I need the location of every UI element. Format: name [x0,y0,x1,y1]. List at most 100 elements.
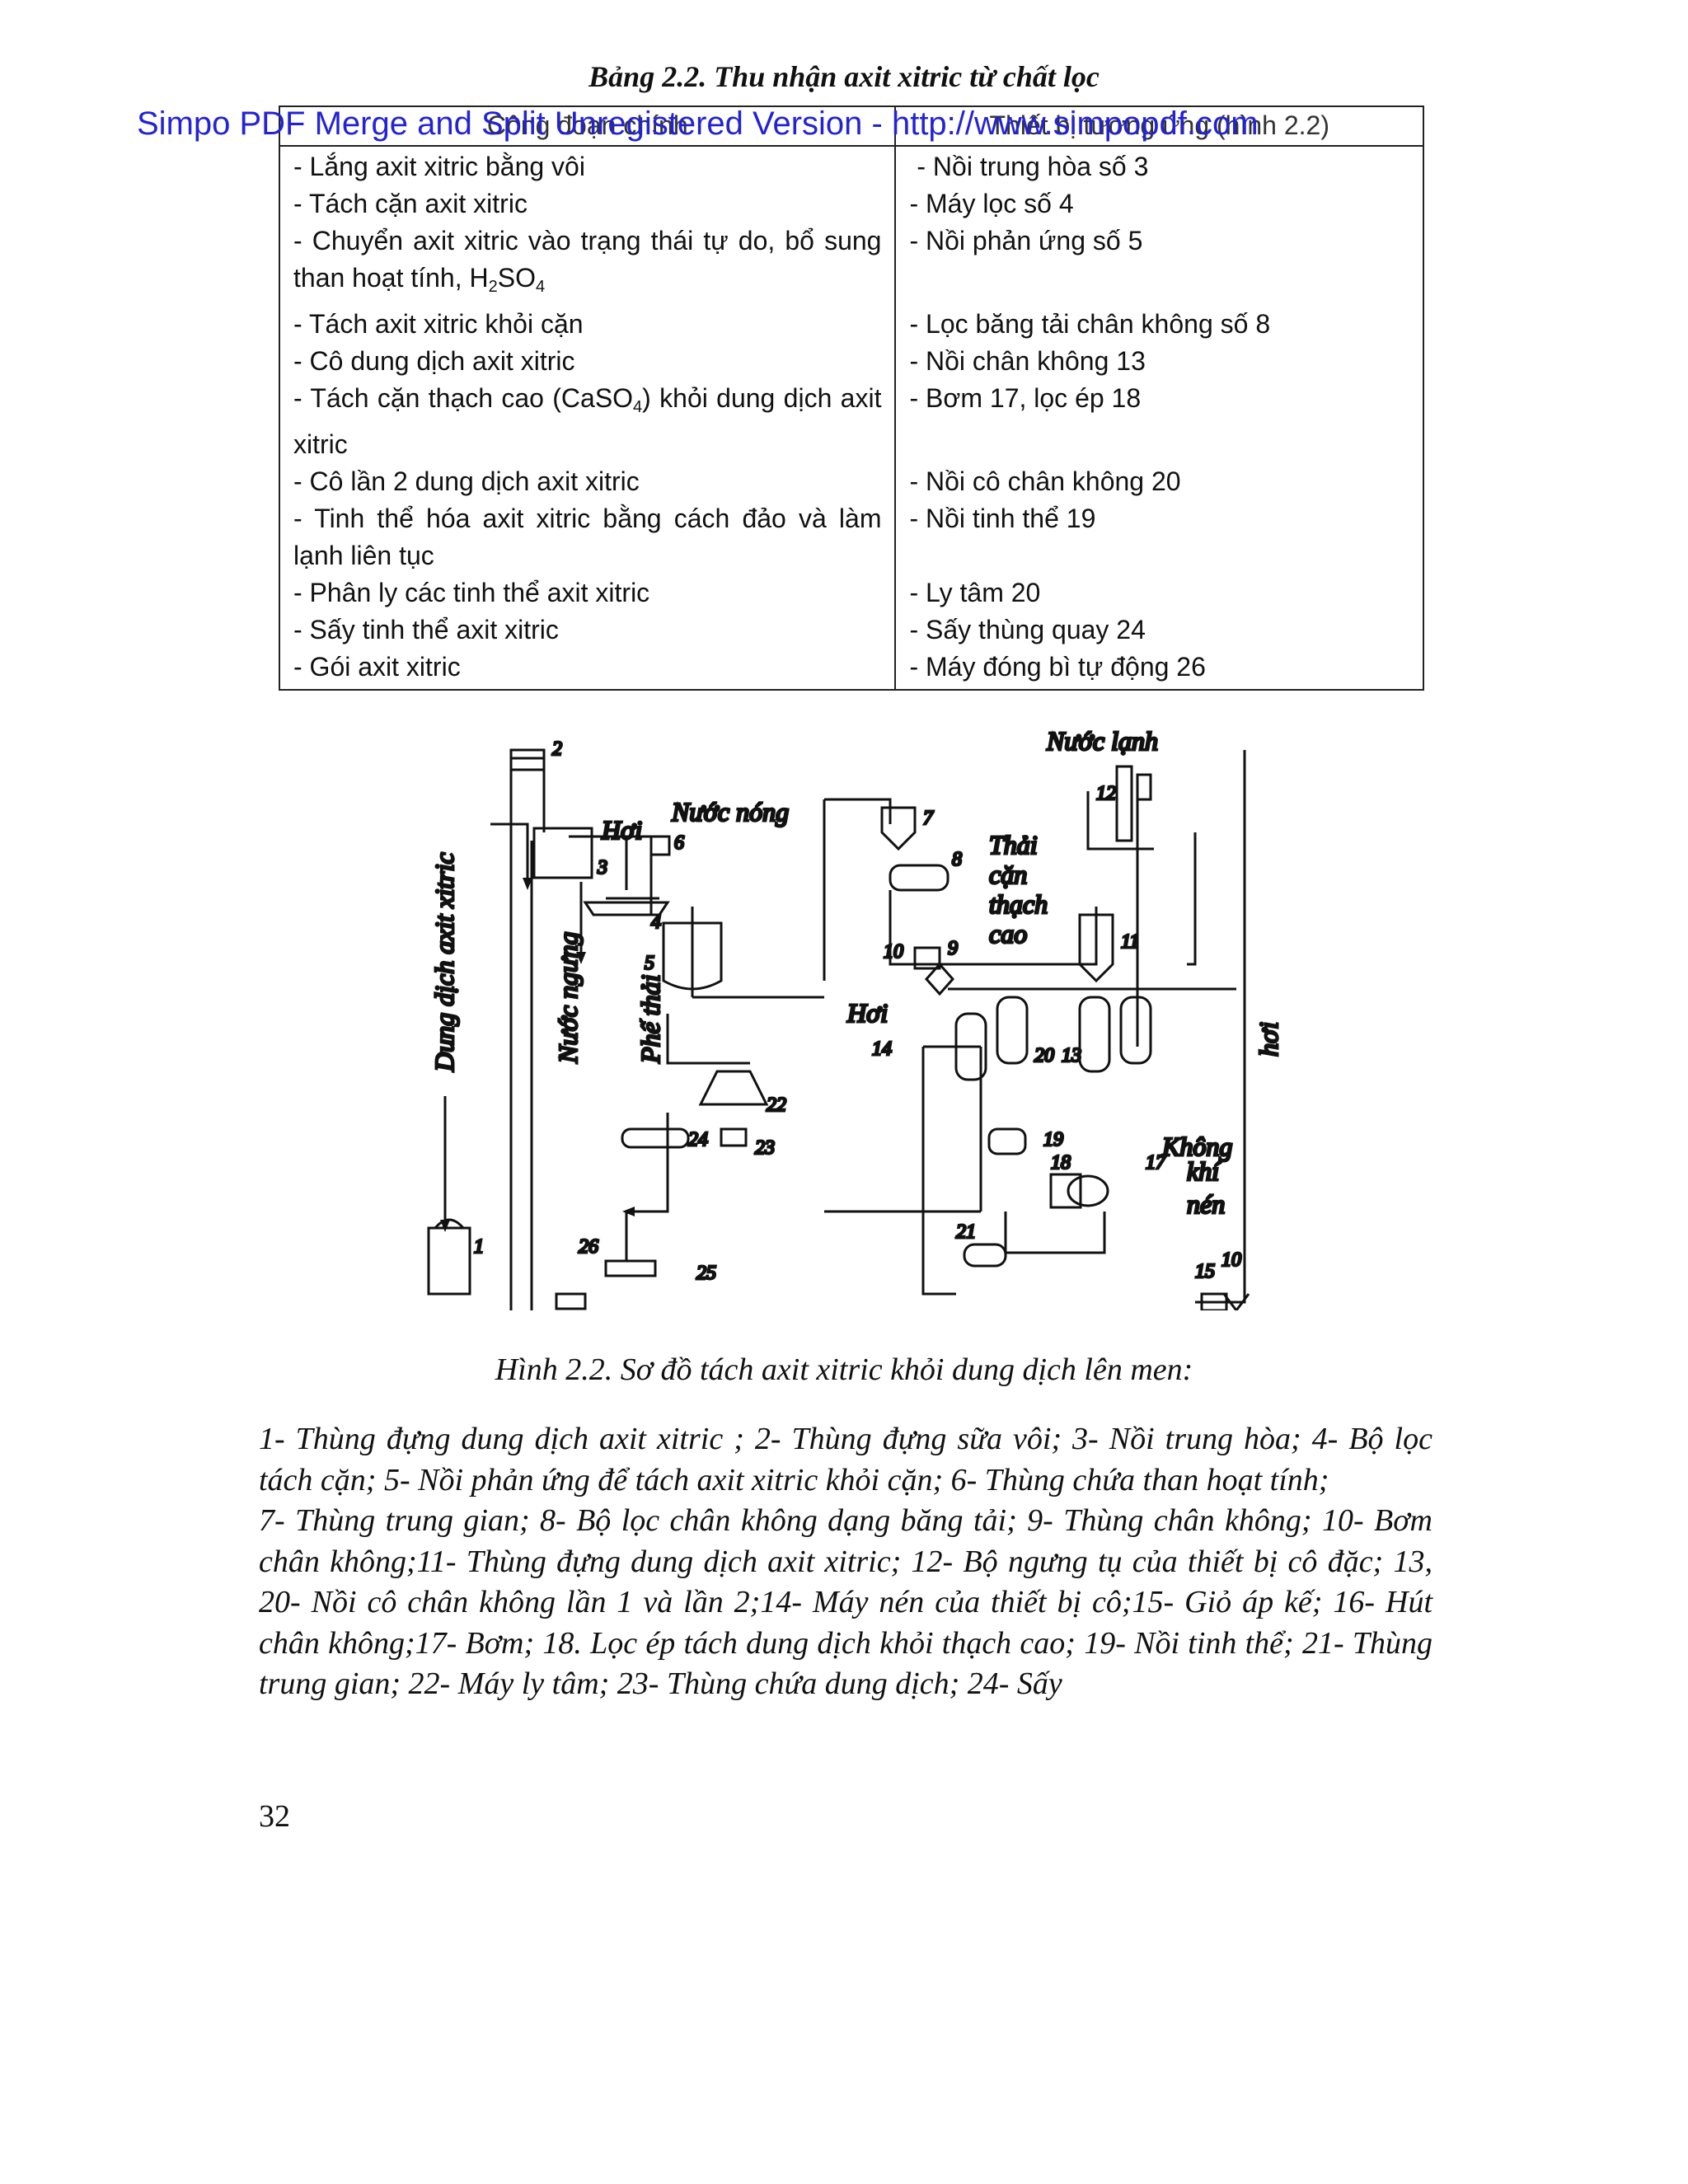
tank-7-shape [880,806,917,851]
number-20: 20 [1034,1045,1054,1066]
number-19: 19 [1043,1129,1063,1151]
separator-shape [1136,773,1152,801]
label-discharge: Thải [989,830,1038,860]
number-25: 25 [696,1263,716,1284]
label-cold-water: Nước lạnh [1046,726,1158,756]
label-gypsum-1: thạch [989,889,1048,919]
equipment-cell: - Nồi chân không 13 [894,343,1424,380]
equipment [427,748,1250,1310]
belt-filter-8-shape [889,864,950,892]
figure-caption: Hình 2.2. Sơ đồ tách axit xitric khỏi du… [495,1352,1193,1387]
table-row: - Phân ly các tinh thể axit xitric - Ly … [278,574,1424,612]
table-title: Bảng 2.2. Thu nhận axit xitric từ chất l… [588,60,1100,93]
flow-arrows [440,878,635,1232]
table-row: - Gói axit xitric - Máy đóng bì tự động … [278,649,1424,691]
equipment-cell: - Lọc băng tải chân không số 8 [894,306,1424,343]
step-cell: - Gói axit xitric [278,649,897,691]
equipment-cell: - Nồi cô chân không 20 [894,463,1424,500]
number-5: 5 [645,953,654,974]
equipment-cell: - Bơm 17, lọc ép 18 [894,380,1424,463]
step-cell: - Phân ly các tinh thể axit xitric [278,574,897,612]
pump-17-shape [1067,1174,1109,1207]
step-cell: - Lắng axit xitric bằng vôi [278,146,897,185]
number-3: 3 [597,857,607,879]
number-9: 9 [948,938,958,959]
step-text: ) khỏi dung dịch axit xitric [293,383,882,459]
intermediate-tank-21-shape [963,1243,1007,1268]
vacuum-tank-9-shape [913,946,941,970]
step-text: - Chuyển axit xitric vào trạng thái tự d… [293,226,882,293]
condenser-12-shape [1115,765,1133,842]
number-24: 24 [688,1129,708,1151]
crystallizer-19-shape [987,1127,1027,1155]
step-cell: - Cô lần 2 dung dịch axit xitric [278,463,897,500]
table-row: - Tinh thể hóa axit xitric bằng cách đảo… [278,500,1424,574]
figure-legend: 1- Thùng đựng dung dịch axit xitric ; 2-… [259,1419,1432,1705]
tank-11-shape [1078,913,1114,983]
label-waste: Phế thải [635,974,665,1064]
equipment-cell: - Sấy thùng quay 24 [894,612,1424,649]
step-text: SO [497,263,536,293]
pump-10-shape [1222,1293,1250,1310]
watermark-text: Simpo PDF Merge and Split Unregistered V… [137,105,1259,142]
carbon-tank-6-shape [649,835,671,856]
step-cell: - Cô dung dịch axit xitric [278,343,897,380]
filter-press-18-shape [1049,1173,1082,1209]
filter-4-shape [583,901,670,916]
number-22: 22 [767,1094,786,1116]
label-compressed-2: khí [1187,1156,1221,1186]
step-cell: - Tách cặn axit xitric [278,185,897,223]
number-23: 23 [755,1137,775,1159]
number-14: 14 [872,1038,892,1060]
label-condensate: Nước ngưng [553,931,583,1064]
tank-1-shape [427,1218,471,1296]
centrifuge-22-shape [698,1070,769,1106]
table-row: - Sấy tinh thể axit xitric - Sấy thùng q… [278,612,1424,649]
page-number: 32 [259,1799,290,1834]
table-row: - Tách axit xitric khỏi cặn - Lọc băng t… [278,306,1424,343]
legend-paragraph: 1- Thùng đựng dung dịch axit xitric ; 2-… [259,1422,1432,1497]
table-row: - Lắng axit xitric bằng vôi - Nồi trung … [278,146,1424,185]
table-row: - Cô lần 2 dung dịch axit xitric - Nồi c… [278,463,1424,500]
dryer-24-shape [621,1127,690,1149]
evaporator-20a-shape [954,1012,987,1081]
label-sediment: cặn [989,860,1027,889]
step-cell: - Tách cặn thạch cao (CaSO4) khỏi dung d… [278,380,897,463]
number-13: 13 [1062,1045,1081,1066]
equipment-cell: - Nồi tinh thể 19 [894,500,1424,574]
number-11: 11 [1121,931,1139,953]
label-compressed-1: Không [1161,1132,1232,1161]
process-flow-diagram: Dung dịch axit xitric Nước ngưng Phế thả… [427,725,1285,1310]
machine-26-shape [555,1292,587,1310]
number-8: 8 [952,849,962,870]
equipment-cell: - Nồi phản ứng số 5 [894,223,1424,306]
number-6: 6 [674,832,684,854]
equipment-cell: - Nồi trung hòa số 3 [894,146,1424,185]
legend-paragraph: 7- Thùng trung gian; 8- Bộ lọc chân khôn… [259,1503,1432,1701]
subscript: 4 [633,398,643,416]
table-row: - Tách cặn thạch cao (CaSO4) khỏi dung d… [278,380,1424,463]
manometer-15-shape [1200,1292,1228,1310]
number-21: 21 [956,1221,976,1243]
step-cell: - Chuyển axit xitric vào trạng thái tự d… [278,223,897,306]
label-compressed-3: nén [1187,1189,1225,1219]
label-gypsum-2: cao [989,919,1027,949]
number-2: 2 [552,738,562,760]
number-18: 18 [1051,1152,1071,1174]
header-main-steps: Công đoạn chính [278,105,897,147]
number-7: 7 [923,808,934,829]
label-steam-mid: Hơi [846,998,888,1028]
step-cell: - Sấy tinh thể axit xitric [278,612,897,649]
subscript: 4 [535,278,546,296]
tank-2-shape [509,748,546,771]
evaporator-20b-shape [996,996,1029,1065]
header-equipment: Thiết bị tương ứng (hình 2.2) [894,105,1424,147]
subscript: 2 [488,278,498,296]
number-10: 10 [884,941,903,963]
equipment-cell: - Ly tâm 20 [894,574,1424,612]
packer-25-shape [604,1259,657,1277]
step-cell: - Tách axit xitric khỏi cặn [278,306,897,343]
number-15: 15 [1195,1261,1215,1282]
equipment-cell: - Máy đóng bì tự động 26 [894,649,1424,691]
number-17: 17 [1146,1152,1166,1174]
